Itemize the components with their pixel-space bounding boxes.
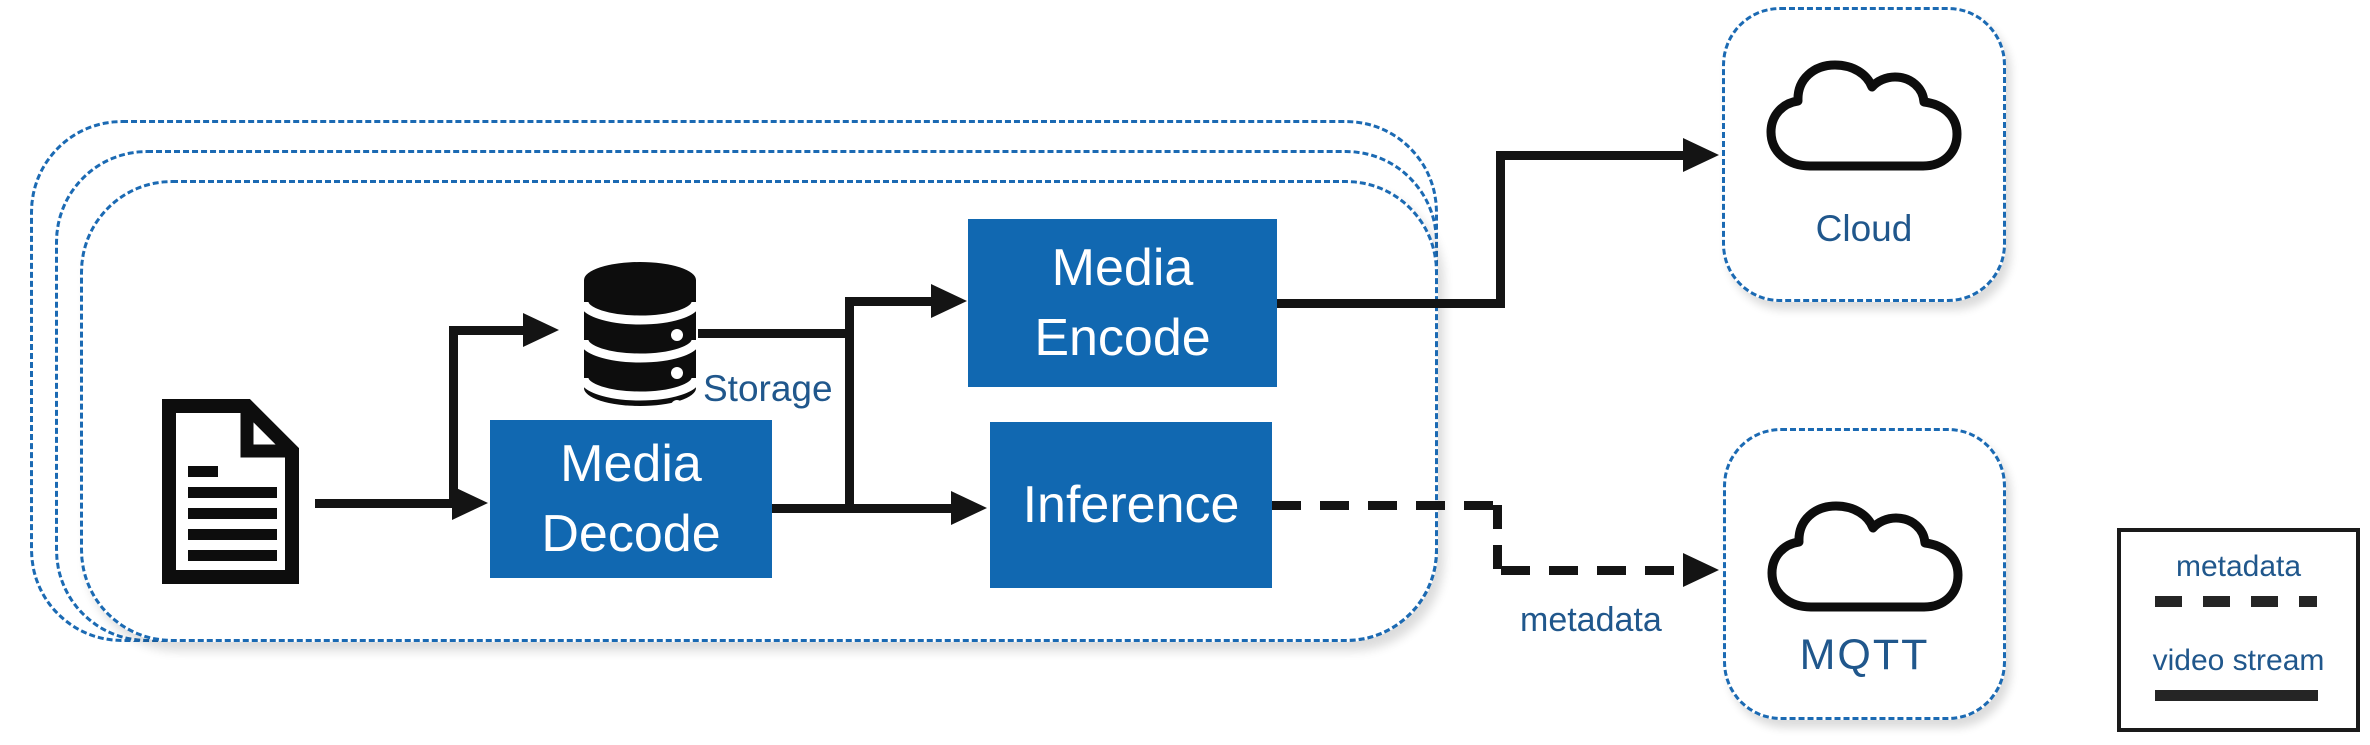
- media-decode-label-line1: Media: [560, 435, 702, 493]
- arrowhead-into-storage: [523, 313, 559, 347]
- storage-database-icon: [579, 258, 701, 415]
- legend-metadata-dashed-line: [2155, 596, 2317, 607]
- edge-decode-out: [772, 504, 952, 513]
- edge-source-riser: [449, 326, 458, 508]
- edge-to-cloud: [1505, 151, 1685, 160]
- edge-mqtt-drop-dashed: [1493, 505, 1502, 575]
- edge-source-out: [315, 499, 453, 508]
- edge-storage-out: [698, 329, 852, 338]
- edge-mid-riser: [845, 297, 854, 513]
- media-decode-box: Media Decode: [490, 420, 772, 578]
- legend-box: metadata video stream: [2117, 528, 2360, 732]
- mqtt-endpoint-box: MQTT: [1723, 428, 2006, 720]
- cloud-endpoint-box: Cloud: [1722, 7, 2006, 302]
- legend-metadata-label: metadata: [2175, 550, 2302, 583]
- cloud-icon: [1767, 501, 1962, 612]
- arrowhead-into-cloud: [1683, 138, 1719, 172]
- metadata-edge-label: metadata: [1520, 601, 1662, 639]
- edge-cloud-riser: [1496, 151, 1505, 308]
- storage-label: Storage: [703, 368, 833, 409]
- edge-to-mqtt-dashed: [1501, 566, 1685, 575]
- edge-inference-out-dashed: [1272, 501, 1502, 510]
- arrowhead-into-mqtt: [1683, 553, 1719, 587]
- arrowhead-into-encode: [931, 284, 967, 318]
- inference-box: Inference: [990, 422, 1272, 588]
- media-encode-label-line2: Encode: [1034, 309, 1211, 367]
- inference-label: Inference: [1022, 476, 1240, 534]
- edge-encode-out: [1277, 299, 1505, 308]
- media-encode-box: Media Encode: [968, 219, 1277, 387]
- media-file-icon: [155, 398, 305, 590]
- arrowhead-into-decode: [452, 486, 488, 520]
- legend-video-stream-label: video stream: [2152, 644, 2325, 677]
- edge-to-storage: [453, 326, 525, 335]
- mqtt-label: MQTT: [1799, 631, 1930, 679]
- cloud-icon: [1766, 60, 1962, 171]
- edge-to-encode: [853, 297, 933, 306]
- cloud-label: Cloud: [1815, 208, 1913, 249]
- media-decode-label-line2: Decode: [541, 505, 721, 563]
- legend-video-stream-solid-line: [2155, 690, 2318, 701]
- arrowhead-into-inference: [951, 491, 987, 525]
- media-encode-label-line1: Media: [1051, 239, 1194, 297]
